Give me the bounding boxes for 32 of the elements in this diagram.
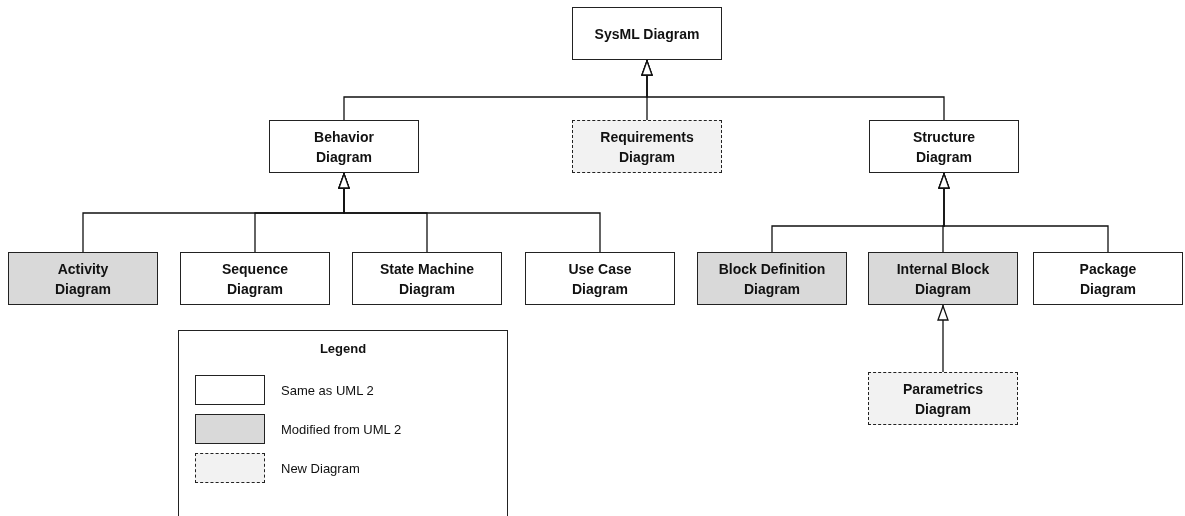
box-label: Activity Diagram (54, 259, 112, 299)
diagram-box (352, 252, 502, 305)
legend-text: New Diagram (281, 460, 360, 476)
diagram-box (868, 372, 1018, 425)
diagram-box (868, 252, 1018, 305)
box-label: Structure Diagram (911, 127, 977, 167)
diagram-box (269, 120, 419, 173)
box-label: State Machine Diagram (378, 259, 476, 299)
generalization-arrow (338, 172, 601, 253)
diagram-box (572, 7, 722, 60)
box-label: SysML Diagram (594, 24, 700, 44)
generalization-arrow (938, 172, 1109, 253)
box-label: Requirements Diagram (599, 127, 695, 167)
box-label: Parametrics Diagram (901, 379, 985, 419)
diagram-box (1033, 252, 1183, 305)
box-label: Package Diagram (1078, 259, 1138, 299)
diagram-box (525, 252, 675, 305)
generalization-arrow (641, 59, 945, 121)
diagram-box (697, 252, 847, 305)
diagram-box (180, 252, 330, 305)
diagram-box (869, 120, 1019, 173)
box-label: Behavior Diagram (313, 127, 375, 167)
box-label: Sequence Diagram (220, 259, 290, 299)
diagram-box (8, 252, 158, 305)
box-label: Use Case Diagram (567, 259, 633, 299)
box-label: Block Definition Diagram (717, 259, 827, 299)
legend-text: Same as UML 2 (281, 382, 374, 398)
diagram-box (572, 120, 722, 173)
box-label: Internal Block Diagram (895, 259, 991, 299)
legend-title: Legend (318, 341, 368, 356)
legend-text: Modified from UML 2 (281, 421, 402, 437)
generalization-arrow (937, 304, 949, 373)
